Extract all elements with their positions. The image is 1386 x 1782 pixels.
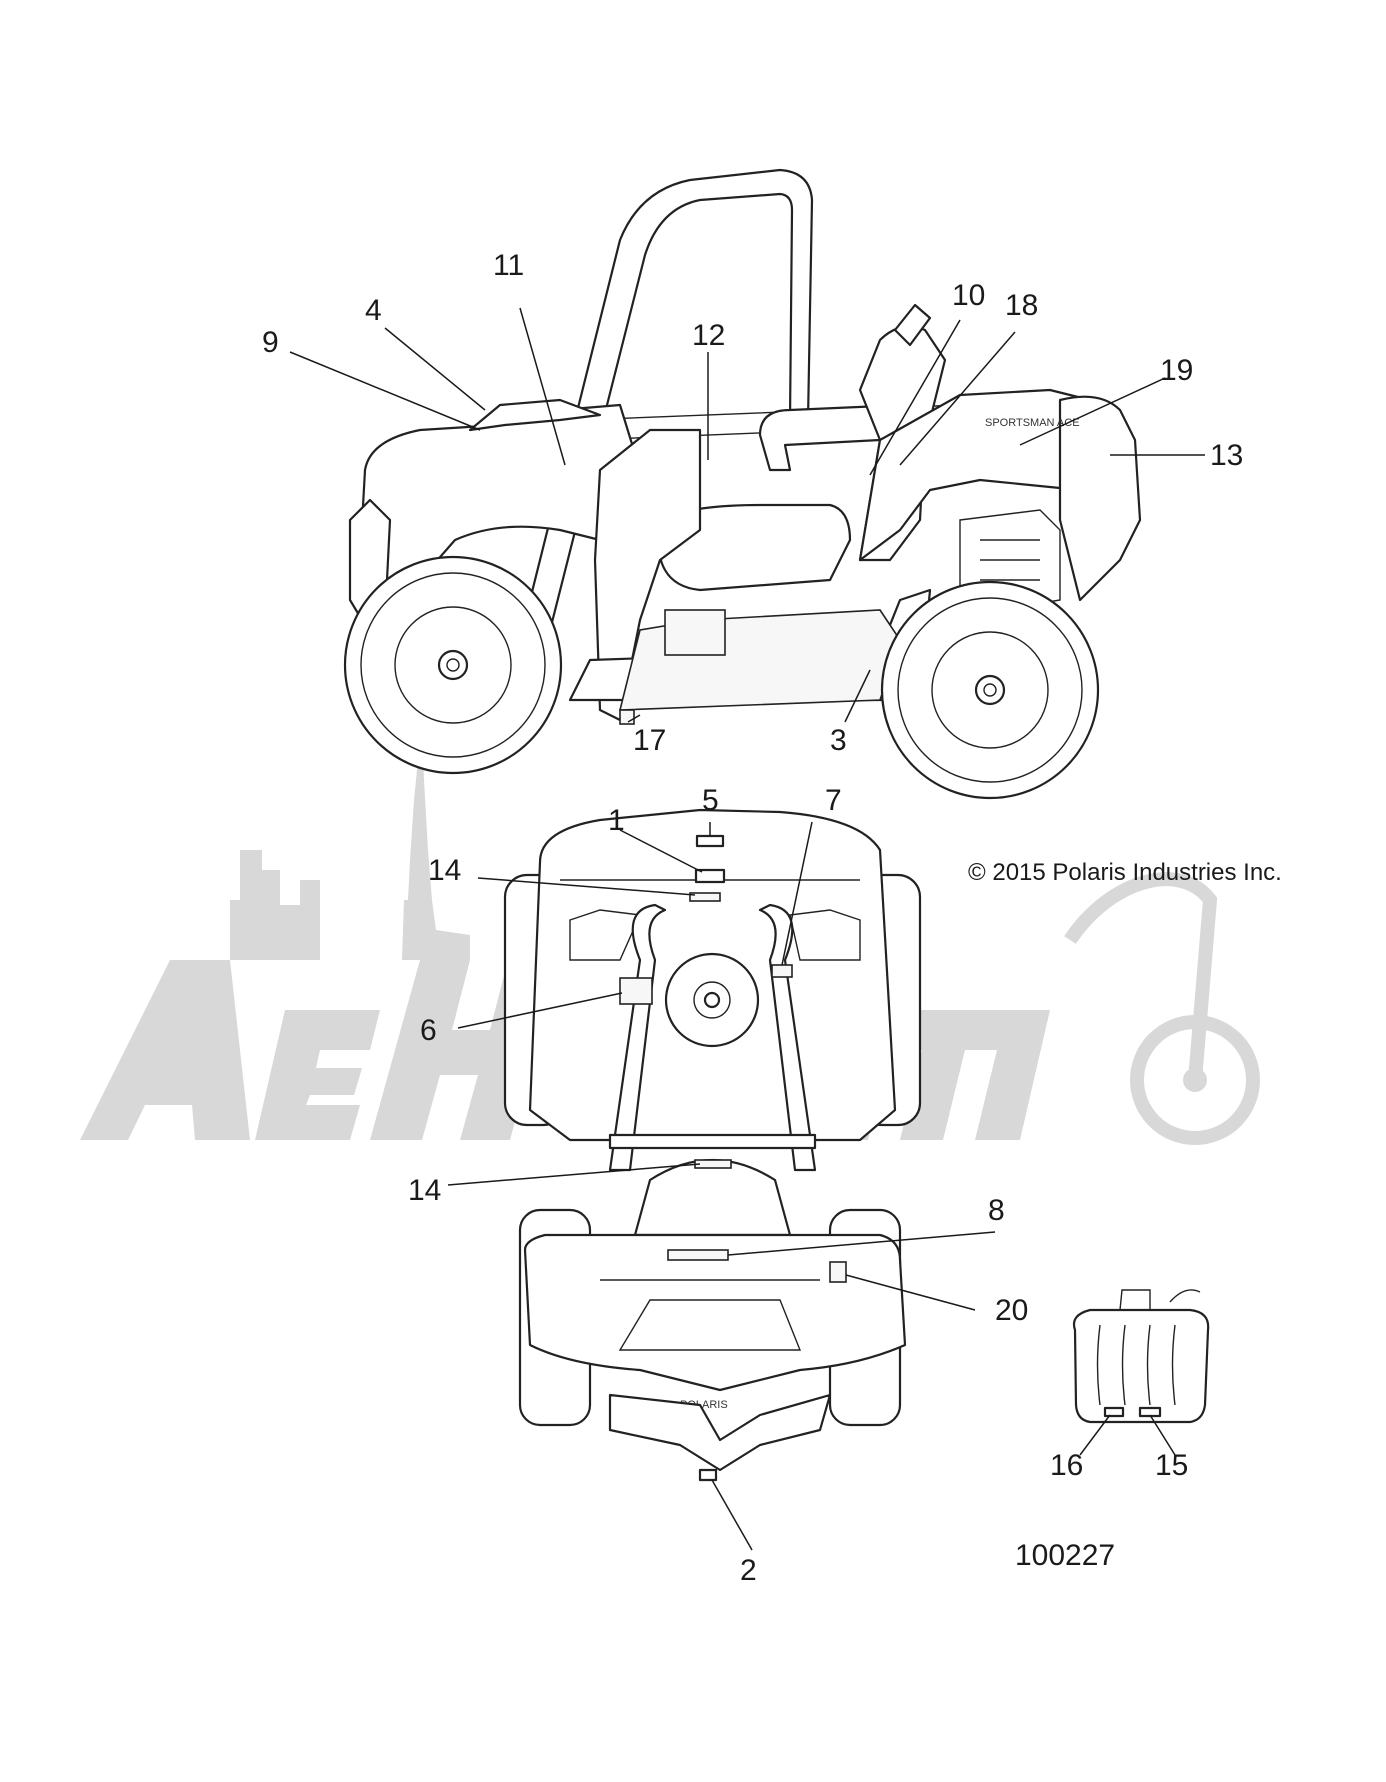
engine-detail [959, 509, 1061, 611]
front-hood-top [600, 1279, 820, 1351]
decal-17-plate [619, 709, 635, 725]
leader-11 [519, 307, 566, 466]
decal-7-plate [771, 964, 793, 978]
decal-14-lower-plate [694, 1159, 732, 1169]
watermark-spire [395, 730, 470, 960]
fuel-container [1072, 1289, 1210, 1424]
center-body [593, 428, 702, 722]
leader-14-upper [477, 877, 696, 896]
callout-7: 7 [825, 784, 842, 817]
fuel-container-body [1072, 1308, 1210, 1424]
decal-20-plate [829, 1261, 847, 1283]
callout-2: 2 [740, 1554, 757, 1587]
callout-17: 17 [633, 724, 666, 757]
callout-6: 6 [420, 1014, 437, 1047]
decal-1-plate [694, 868, 726, 884]
leader-15 [1149, 1414, 1176, 1456]
leader-19 [1019, 377, 1166, 446]
leader-2 [711, 1479, 753, 1551]
leader-9 [289, 351, 481, 431]
callout-15: 15 [1155, 1449, 1188, 1482]
leader-3 [844, 669, 871, 723]
leader-10 [869, 319, 961, 476]
callout-9: 9 [262, 326, 279, 359]
leader-1 [619, 829, 703, 873]
side-view-vehicle: SPORTSMAN ACE [343, 168, 1142, 800]
front-body-top [523, 1233, 907, 1392]
figure-number: 100227 [1015, 1539, 1115, 1572]
seat-top [633, 1158, 792, 1237]
callout-4: 4 [365, 294, 382, 327]
callout-13: 13 [1210, 439, 1243, 472]
fuel-container-ribs [1096, 1324, 1176, 1406]
front-hood [468, 398, 602, 432]
decal-6-plate [619, 977, 653, 1005]
copyright-text: © 2015 Polaris Industries Inc. [968, 859, 1282, 886]
decal-16-plate [1103, 1406, 1125, 1418]
shock-absorber [893, 303, 932, 347]
decal-15-plate [1138, 1406, 1162, 1418]
callouts: 9 4 11 12 10 18 19 13 17 3 5 1 7 14 6 14… [262, 249, 1243, 1587]
callout-10: 10 [952, 279, 985, 312]
leader-7 [781, 821, 813, 966]
leader-16 [1079, 1414, 1111, 1456]
callout-19: 19 [1160, 354, 1193, 387]
roll-cage-top-left [608, 903, 667, 1172]
watermark-frame [1064, 872, 1218, 1081]
decal-2-plate [698, 1468, 718, 1482]
decal-14-upper-plate [689, 892, 721, 902]
front-bumper-top [608, 1393, 832, 1472]
leader-lines [289, 307, 1205, 1551]
callout-18: 18 [1005, 289, 1038, 322]
rear-bodywork [1058, 395, 1142, 602]
callout-12: 12 [692, 319, 725, 352]
callout-3: 3 [830, 724, 847, 757]
leader-6 [457, 992, 623, 1029]
watermark-letter-e [255, 1010, 380, 1140]
decal-5-plate [695, 834, 725, 848]
steering-hub [693, 981, 731, 1019]
fuel-container-handle [1119, 1289, 1201, 1311]
watermark-buildings [230, 850, 320, 960]
leader-20 [845, 1274, 976, 1311]
callout-16: 16 [1050, 1449, 1083, 1482]
leader-14-lower [447, 1163, 701, 1186]
callout-11: 11 [493, 249, 524, 282]
watermark-letter-a [80, 960, 250, 1140]
decal-8-plate [667, 1249, 729, 1261]
callout-14-upper: 14 [428, 854, 461, 887]
leader-17 [627, 714, 641, 723]
callout-20: 20 [995, 1294, 1028, 1327]
leader-8 [727, 1231, 996, 1256]
callout-5: 5 [702, 784, 719, 817]
sportsman-ace-decal: SPORTSMAN ACE [985, 417, 1080, 429]
cage-crossbar-top [608, 1133, 817, 1150]
front-wheel [343, 555, 563, 775]
steering-center [703, 991, 721, 1009]
leader-4 [384, 327, 486, 411]
leader-18 [899, 331, 1016, 466]
side-step-panel [664, 609, 726, 656]
callout-1: 1 [608, 804, 625, 837]
callout-14-lower: 14 [408, 1174, 441, 1207]
top-view-vehicle: POLARIS [503, 808, 922, 1482]
callout-8: 8 [988, 1194, 1005, 1227]
rear-wheel [880, 580, 1100, 800]
